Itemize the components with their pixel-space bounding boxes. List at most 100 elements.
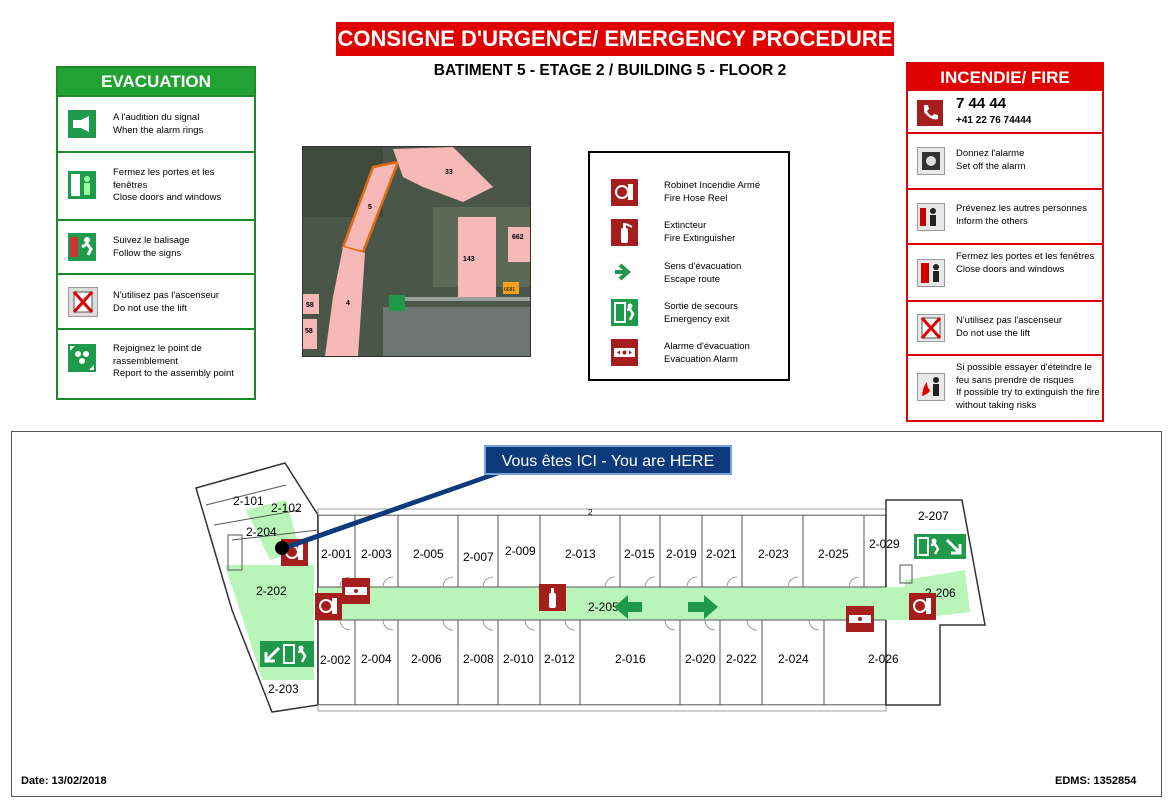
room-label: 2-007 xyxy=(463,550,494,564)
inform-others-icon xyxy=(917,203,945,231)
no-lift-icon xyxy=(917,314,945,342)
legend-label-fr: Robinet Incendie Armé xyxy=(664,180,761,191)
room-label: 2-101 xyxy=(233,494,264,508)
building-label-58b: 58 xyxy=(305,328,313,335)
building-label-58a: 58 xyxy=(306,302,314,309)
room-label: 2-023 xyxy=(758,547,789,561)
fire-step-en: Do not use the lift xyxy=(956,327,1030,339)
room-label: 2-016 xyxy=(615,652,646,666)
plan-fire-hose-reel xyxy=(315,593,342,620)
room-label: 2-203 xyxy=(268,682,299,696)
room-label: 2-010 xyxy=(503,652,534,666)
fire-panel: INCENDIE/ FIRE 7 44 44 +41 22 76 74444 D… xyxy=(906,62,1104,422)
page-subtitle: BATIMENT 5 - ETAGE 2 / BUILDING 5 - FLOO… xyxy=(433,62,787,79)
fire-step-extinguish: Si possible essayer d'éteindre le feu sa… xyxy=(908,354,1102,420)
room-label: 2-026 xyxy=(868,652,899,666)
room-label: 2-004 xyxy=(361,652,392,666)
extinguish-fire-icon xyxy=(917,373,945,401)
plan-evacuation-alarm xyxy=(342,578,370,604)
room-label: 2-204 xyxy=(246,525,277,539)
corridor-label: 2-205 xyxy=(588,600,619,614)
floor-plan-frame xyxy=(11,431,1162,797)
assembly-point-icon xyxy=(68,344,96,372)
fire-step-fr: Fermez les portes et les fenêtres xyxy=(956,251,1095,262)
escape-arrow-icon xyxy=(614,595,642,619)
room-label: 2-005 xyxy=(413,547,444,561)
room-label: 2-102 xyxy=(271,501,302,515)
fire-hose-reel-icon xyxy=(611,179,638,206)
evac-step-en: Close doors and windows xyxy=(113,192,222,203)
evacuation-header: EVACUATION xyxy=(58,68,254,95)
evac-step-fr: Suivez le balisage xyxy=(113,235,190,246)
plan-evacuation-alarm xyxy=(846,606,874,632)
escape-arrow-icon xyxy=(611,259,638,286)
fire-phone-full: +41 22 76 74444 xyxy=(956,115,1032,126)
room-label: 2-006 xyxy=(411,652,442,666)
room-label: 2-015 xyxy=(624,547,655,561)
legend-label-en: Escape route xyxy=(664,274,720,285)
fire-extinguisher-icon xyxy=(611,219,638,246)
legend-label-en: Fire Hose Reel xyxy=(664,193,728,204)
room-label: 2-202 xyxy=(256,584,287,598)
fire-step-fr: Donnez l'alarme xyxy=(956,148,1025,159)
room-label: 2-025 xyxy=(818,547,849,561)
evac-step-fr: N'utilisez pas l'ascenseur xyxy=(113,290,220,301)
room-label: 2-008 xyxy=(463,652,494,666)
you-are-here-pointer xyxy=(282,472,502,550)
plan-emergency-exit-west xyxy=(260,641,314,667)
building-label-143: 143 xyxy=(463,256,475,263)
fire-header: INCENDIE/ FIRE xyxy=(908,64,1102,91)
edms-number: EDMS: 1352854 xyxy=(1055,775,1137,787)
page-title: CONSIGNE D'URGENCE/ EMERGENCY PROCEDURE xyxy=(336,22,894,56)
room-label: 2-024 xyxy=(778,652,809,666)
no-lift-icon xyxy=(68,287,98,317)
evac-step-en: When the alarm rings xyxy=(113,124,204,136)
fire-phone-row: 7 44 44 +41 22 76 74444 xyxy=(908,91,1102,132)
room-label: 2-009 xyxy=(505,544,536,558)
legend-label-fr: Sens d'évacuation xyxy=(664,261,742,272)
fire-step-en: Set off the alarm xyxy=(956,160,1026,172)
document-date: Date: 13/02/2018 xyxy=(21,775,107,787)
you-are-here-marker xyxy=(275,541,289,555)
building-label-6681: 6681 xyxy=(504,287,515,293)
building-label-4: 4 xyxy=(346,300,350,307)
fire-step-fr: Si possible essayer d'éteindre le feu sa… xyxy=(956,362,1092,386)
legend-label-fr: Extincteur xyxy=(664,220,707,231)
fire-phone-number: 7 44 44 xyxy=(956,95,1007,112)
fire-step-en: If possible try to extinguish the fire w… xyxy=(956,387,1100,411)
close-door-icon xyxy=(917,259,945,287)
fire-step-fr: N'utilisez pas l'ascenseur xyxy=(956,315,1063,326)
plan-emergency-exit-east xyxy=(914,534,966,559)
aerial-site-map: 33 5 4 143 662 58 58 6681 xyxy=(302,146,531,357)
building-label-662: 662 xyxy=(512,234,524,241)
evacuation-alarm-icon xyxy=(611,339,638,366)
phone-icon xyxy=(917,100,943,126)
room-label: 2-022 xyxy=(726,652,757,666)
emergency-exit-icon xyxy=(611,299,638,326)
room-label: 2-019 xyxy=(666,547,697,561)
follow-signs-icon xyxy=(68,233,96,261)
evac-step-fr: Fermez les portes et les fenêtres xyxy=(113,167,215,191)
legend-label-en: Evacuation Alarm xyxy=(664,354,738,365)
room-label: 2-020 xyxy=(685,652,716,666)
room-label: 2-013 xyxy=(565,547,596,561)
you-are-here-callout: Vous êtes ICI - You are HERE xyxy=(484,445,732,475)
escape-arrow-icon xyxy=(688,595,718,619)
room-label: 2-001 xyxy=(321,547,352,561)
close-door-icon xyxy=(68,171,96,199)
legend-label-fr: Sortie de secours xyxy=(664,301,738,312)
corridor-mark: 2 xyxy=(588,508,593,517)
room-label: 2-003 xyxy=(361,547,392,561)
evac-step-en: Report to the assembly point xyxy=(113,368,234,379)
evac-step-en: Follow the signs xyxy=(113,247,182,259)
room-label: 2-012 xyxy=(544,652,575,666)
